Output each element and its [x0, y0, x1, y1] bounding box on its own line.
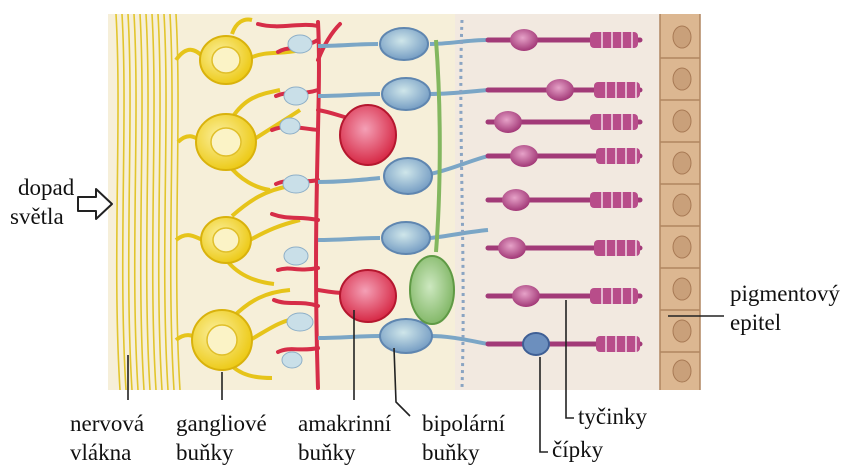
pigment-epithelium	[660, 14, 700, 390]
label-light-line2: světla	[10, 205, 64, 229]
label-amacrine-line2: buňky	[298, 441, 356, 465]
label-cones: čípky	[552, 438, 603, 462]
label-nerve-line1: nervová	[70, 412, 144, 436]
label-ganglion-line2: buňky	[176, 441, 234, 465]
label-pigment-line1: pigmentový	[730, 282, 840, 306]
label-light-line1: dopad	[18, 176, 74, 200]
label-pigment-line2: epitel	[730, 311, 781, 335]
label-bipolar-line1: bipolární	[422, 412, 505, 436]
label-ganglion-line1: gangliové	[176, 412, 267, 436]
light-arrow-icon	[78, 189, 112, 219]
label-bipolar-line2: buňky	[422, 441, 480, 465]
label-amacrine-line1: amakrinní	[298, 412, 391, 436]
label-nerve-line2: vlákna	[70, 441, 131, 465]
label-rods: tyčinky	[578, 405, 647, 429]
